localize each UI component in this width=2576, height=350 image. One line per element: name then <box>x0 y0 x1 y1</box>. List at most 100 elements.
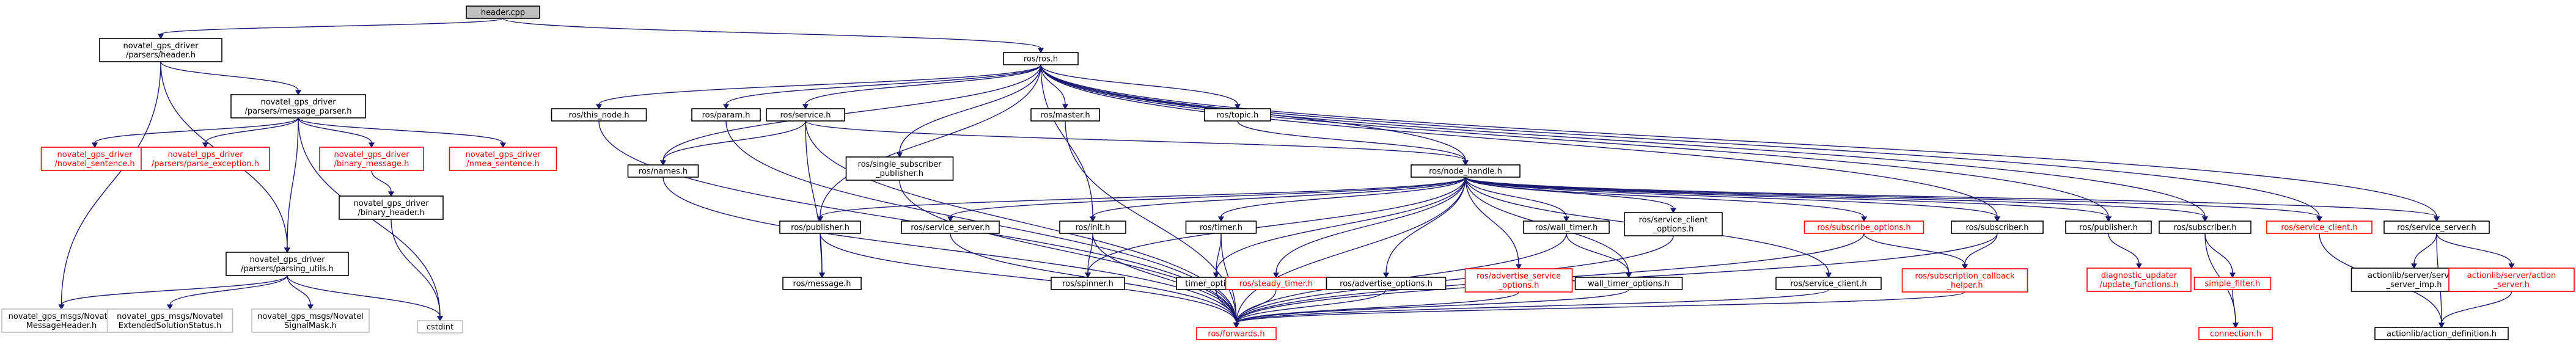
node-names[interactable]: ros/names.h <box>627 164 699 178</box>
node-parsing-utils[interactable]: novatel_gps_driver/parsers/parsing_utils… <box>226 252 349 276</box>
node-msg-extended[interactable]: novatel_gps_msgs/NovatelExtendedSolution… <box>106 308 233 333</box>
node-label: ros/service_server.h <box>2397 224 2476 233</box>
node-label: /parsers/parse_exception.h <box>152 159 259 169</box>
node-label: novatel_gps_driver <box>249 255 325 264</box>
node-box <box>1804 221 1925 234</box>
edge-node_handle-to-spinner <box>1084 177 1466 279</box>
node-service-client-red[interactable]: ros/service_client.h <box>2266 221 2372 234</box>
node-ng-header[interactable]: novatel_gps_driver/parsers/header.h <box>99 38 222 62</box>
node-subscribe-options[interactable]: ros/subscribe_options.h <box>1804 221 1925 234</box>
node-service-client-options[interactable]: ros/service_client_options.h <box>1624 212 1723 236</box>
edge-ng_message_parser-to-binary_message <box>298 117 375 148</box>
node-subscriber-ros[interactable]: ros/subscriber.h <box>1951 221 2044 234</box>
node-box <box>1003 52 1079 65</box>
node-advertise-options[interactable]: ros/advertise_options.h <box>1326 277 1447 290</box>
node-wall-timer-options[interactable]: wall_timer_options.h <box>1574 277 1683 290</box>
edge-arrowhead <box>2105 216 2112 222</box>
node-service[interactable]: ros/service.h <box>766 108 845 122</box>
node-steady-timer[interactable]: ros/steady_timer.h <box>1225 277 1327 290</box>
node-ng-message-parser[interactable]: novatel_gps_driver/parsers/message_parse… <box>230 94 366 118</box>
node-node-handle[interactable]: ros/node_handle.h <box>1411 164 1521 178</box>
node-label: ros/master.h <box>1040 111 1090 120</box>
node-label: diagnostic_updater <box>2101 271 2178 280</box>
node-publisher-ros[interactable]: ros/publisher.h <box>779 221 861 234</box>
edge-binary_message-to-binary_header <box>371 170 395 197</box>
node-message[interactable]: ros/message.h <box>782 277 862 290</box>
edge-node_handle-to-service_server_ros <box>947 177 1466 222</box>
edge-line <box>287 275 441 317</box>
node-publisher-b[interactable]: ros/publisher.h <box>2065 221 2152 234</box>
edge-ng_message_parser-to-nmea_sentence <box>298 117 507 148</box>
edge-node_handle-to-service_client_red <box>1465 177 2323 222</box>
edge-binary_header-to-cstdint <box>391 219 444 322</box>
node-binary-message[interactable]: novatel_gps_driver/binary_message.h <box>319 147 424 171</box>
node-label: MessageHeader.h <box>26 321 97 330</box>
edge-line <box>1216 233 1222 274</box>
edge-arrowhead <box>896 152 903 158</box>
edge-line <box>598 64 1041 105</box>
node-service-client-h[interactable]: ros/service_client.h <box>1775 277 1882 290</box>
node-box <box>1901 268 2028 293</box>
edge-line <box>205 117 299 144</box>
node-header-cpp[interactable]: header.cpp <box>466 5 540 19</box>
node-topic[interactable]: ros/topic.h <box>1204 108 1271 122</box>
node-action-server[interactable]: actionlib/server/action_server.h <box>2448 268 2575 292</box>
node-action-definition[interactable]: actionlib/action_definition.h <box>2374 327 2509 340</box>
node-simple-filter[interactable]: simple_filter.h <box>2193 277 2272 290</box>
node-novatel-sentence[interactable]: novatel_gps_driver/novatel_sentence.h <box>40 147 149 171</box>
node-box <box>1059 221 1126 234</box>
node-label: ros/spinner.h <box>1062 280 1114 289</box>
edge-arrowhead <box>202 142 209 148</box>
node-box <box>106 308 233 333</box>
edge-line <box>1465 177 2109 217</box>
edge-line <box>805 120 823 274</box>
node-label: ros/publisher.h <box>2079 224 2138 233</box>
node-advertise-service-options[interactable]: ros/advertise_service_options.h <box>1464 268 1573 293</box>
node-forwards[interactable]: ros/forwards.h <box>1196 327 1277 340</box>
node-label: ros/subscribe_options.h <box>1817 224 1910 233</box>
node-parse-exception[interactable]: novatel_gps_driver/parsers/parse_excepti… <box>141 147 270 171</box>
node-nmea-sentence[interactable]: novatel_gps_driver/nmea_sentence.h <box>449 147 557 171</box>
node-binary-header[interactable]: novatel_gps_driver/binary_header.h <box>339 195 444 220</box>
edge-node_handle-to-wall_timer <box>1465 177 1570 222</box>
edge-line <box>662 64 1041 161</box>
node-wall-timer[interactable]: ros/wall_timer.h <box>1523 221 1610 234</box>
edge-names-to-forwards <box>662 177 1240 329</box>
node-box <box>2159 221 2251 234</box>
node-cstdint[interactable]: cstdint <box>417 320 463 334</box>
edge-line <box>94 117 299 144</box>
node-label: _helper.h <box>1946 281 1983 290</box>
node-this-node[interactable]: ros/this_node.h <box>551 108 647 122</box>
edge-arrowhead <box>2410 263 2418 269</box>
node-box <box>1574 277 1683 290</box>
edge-arrowhead <box>2135 263 2143 269</box>
edge-line <box>662 120 806 161</box>
node-label: ros/topic.h <box>1217 111 1259 120</box>
node-box <box>2193 277 2272 290</box>
node-label: ros/this_node.h <box>568 111 629 120</box>
node-service-server-ros[interactable]: ros/service_server.h <box>901 221 1000 234</box>
node-init[interactable]: ros/init.h <box>1059 221 1126 234</box>
edge-line <box>2108 233 2140 264</box>
node-ros-ros[interactable]: ros/ros.h <box>1003 52 1079 65</box>
edge-arrowhead <box>499 142 507 148</box>
edge-publisher_b-to-diagnostic_updater <box>2108 233 2143 269</box>
node-subscriber-b[interactable]: ros/subscriber.h <box>2159 221 2251 234</box>
node-timer[interactable]: ros/timer.h <box>1185 221 1257 234</box>
node-service-server-b[interactable]: ros/service_server.h <box>2383 221 2490 234</box>
edge-line <box>2436 233 2512 264</box>
node-box <box>779 221 861 234</box>
edge-line <box>805 120 1466 161</box>
node-param[interactable]: ros/param.h <box>691 108 761 122</box>
edge-line <box>1566 233 1629 274</box>
node-master[interactable]: ros/master.h <box>1030 108 1100 122</box>
node-spinner[interactable]: ros/spinner.h <box>1051 277 1125 290</box>
node-label: novatel_gps_driver <box>260 98 336 107</box>
node-subscription-callback-helper[interactable]: ros/subscription_callback_helper.h <box>1901 268 2028 293</box>
node-diagnostic-updater[interactable]: diagnostic_updater/update_functions.h <box>2086 268 2192 292</box>
node-connection[interactable]: connection.h <box>2198 327 2273 340</box>
node-single-sub-pub[interactable]: ros/single_subscriber_publisher.h <box>845 156 954 181</box>
node-box <box>1523 221 1610 234</box>
